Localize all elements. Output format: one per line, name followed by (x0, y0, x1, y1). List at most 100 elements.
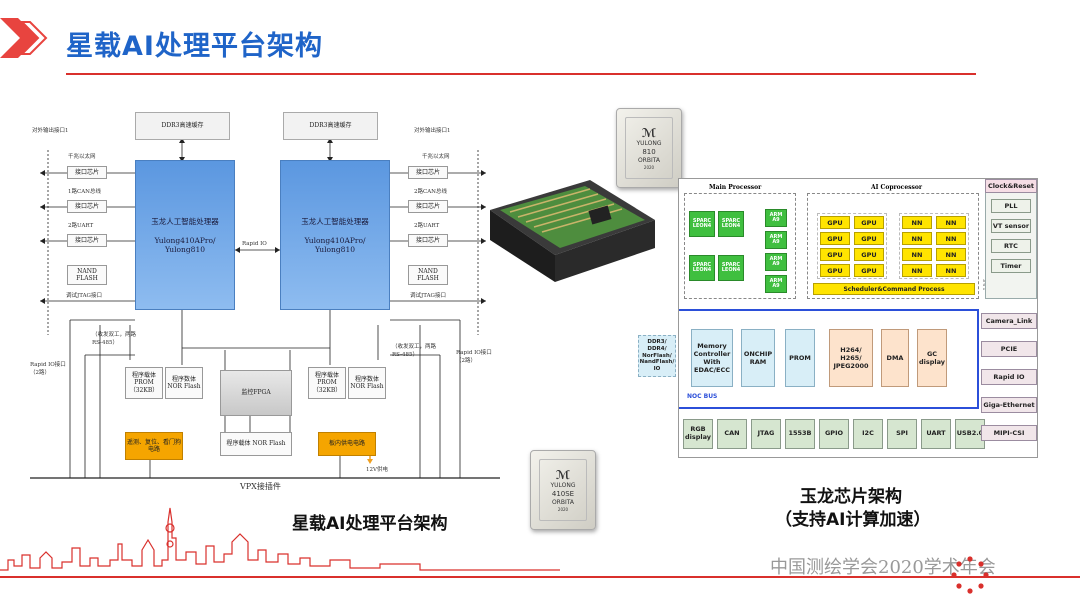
chip-810-model: 810 (642, 147, 656, 156)
ai-coprocessor-group (807, 193, 979, 299)
io-camera-link: Camera_Link (981, 313, 1037, 329)
board-photo-icon (490, 180, 655, 282)
processor-left-line1: 玉龙人工智能处理器 (151, 216, 219, 226)
main-processor-group (684, 193, 796, 299)
gpu-0: GPU (820, 216, 850, 229)
power-box: 板内供电电路 (318, 432, 376, 456)
codec-block: H264/ H265/ JPEG2000 (829, 329, 873, 387)
sparc-0: SPARC LEON4 (689, 211, 715, 237)
footer-line (0, 576, 1080, 578)
left-io-1-chip: 接口芯片 (67, 200, 107, 213)
clock-timer: Timer (991, 259, 1031, 273)
nand-right: NAND FLASH (408, 265, 448, 285)
nn-5: NN (936, 248, 966, 261)
nn-0: NN (902, 216, 932, 229)
nor-right: 程序数体 NOR Flash (348, 367, 386, 399)
left-io-1-label: 1路CAN总线 (68, 189, 101, 195)
memory-ext: DDR3/ DDR4/ NorFlash/ NandFlash/ IO (638, 335, 676, 377)
nn-7: NN (936, 264, 966, 277)
io-gpio: GPIO (819, 419, 849, 449)
right-io-1-chip: 接口芯片 (408, 200, 448, 213)
nand-left: NAND FLASH (67, 265, 107, 285)
vpx-connector: VPX接插件 (240, 482, 281, 491)
gpu-6: GPU (820, 264, 850, 277)
left-caption: 星载AI处理平台架构 (292, 514, 448, 534)
dual-left: （收发双工，两路RS-485） (92, 332, 137, 346)
rapid-io-label: Rapid IO (242, 241, 267, 247)
chip-810-photo: ℳ YULONG 810 ORBITA 2020 (616, 108, 682, 188)
processor-right-line1: 玉龙人工智能处理器 (301, 216, 369, 226)
nn-4: NN (902, 248, 932, 261)
gpu-1: GPU (854, 216, 884, 229)
clock-vt-sensor: VT sensor (991, 219, 1031, 233)
processor-left-line3: Yulong810 (165, 244, 205, 254)
ddr-right: DDR3高速缓存 (283, 112, 378, 140)
right-io-0-label: 千兆以太网 (422, 154, 450, 160)
debug-if-left: 调试JTAG接口 (66, 293, 102, 299)
title-underline (66, 73, 976, 75)
right-io-0-chip: 接口芯片 (408, 166, 448, 179)
ext-if-left: 对外输出接口1 (32, 128, 69, 134)
chip-logo-icon: ℳ (641, 126, 657, 141)
io-uart: UART (921, 419, 951, 449)
memory-controller: Memory Controller With EDAC/ECC (691, 329, 733, 387)
chip-410se-line: ORBITA (551, 498, 575, 506)
nn-3: NN (936, 232, 966, 245)
conference-logo-icon (951, 556, 989, 594)
processor-right-line2: Yulong410APro/ (304, 235, 366, 245)
power-in: 12V供电 (366, 467, 388, 473)
chip-810-brand: YULONG (636, 140, 662, 148)
bus-top (679, 309, 979, 311)
io-i2c: I2C (853, 419, 883, 449)
processor-left: 玉龙人工智能处理器 Yulong410APro/ Yulong810 (135, 160, 235, 310)
io-rgb-display: RGB display (683, 419, 713, 449)
io-giga-ethernet: Giga-Ethernet (981, 397, 1037, 413)
ext-if-right: 对外输出接口1 (414, 128, 451, 134)
nn-group (899, 213, 969, 279)
chip-410se-brand: YULONG (550, 482, 576, 490)
gpu-3: GPU (854, 232, 884, 245)
fpga-box: 监控FPGA (220, 370, 292, 416)
nor-bottom: 程序载体 NOR Flash (220, 432, 292, 456)
left-diagram: DDR3高速缓存 DDR3高速缓存 对外输出接口1 对外输出接口1 玉龙人工智能… (30, 110, 500, 491)
right-io-1-label: 2路CAN总线 (414, 189, 447, 195)
monitor-box: 遥测、复位、看门狗电路 (125, 432, 183, 460)
skyline-icon (0, 507, 560, 571)
gpu-7: GPU (854, 264, 884, 277)
main-processor-label: Main Processor (709, 184, 762, 191)
prom-right: 程序载体 PROM （32KB） (308, 367, 346, 399)
bus-bottom (679, 407, 979, 409)
bus-right (977, 309, 979, 409)
chip-410se-photo: ℳ YULONG 410SE ORBITA 2020 (530, 450, 596, 530)
io-spi: SPI (887, 419, 917, 449)
left-io-2-label: 2路UART (68, 223, 94, 229)
gc-display-block: GC display (917, 329, 947, 387)
arm-3: ARM A9 (765, 275, 787, 293)
page-title: 星载AI处理平台架构 (66, 31, 323, 62)
io-mipi-csi: MIPI-CSI (981, 425, 1037, 441)
left-io-2-chip: 接口芯片 (67, 234, 107, 247)
right-caption-2: （支持AI计算加速） (775, 510, 931, 530)
processor-left-line2: Yulong410APro/ (154, 235, 216, 245)
sparc-2: SPARC LEON4 (689, 255, 715, 281)
chip-810-line: ORBITA (637, 156, 661, 164)
rapid-right: Rapid IO接口（2路） (456, 350, 492, 364)
gpu-group (817, 213, 887, 279)
io-pcie: PCIE (981, 341, 1037, 357)
gpu-4: GPU (820, 248, 850, 261)
io-jtag: JTAG (751, 419, 781, 449)
gpu-5: GPU (854, 248, 884, 261)
noc-bus-label: NOC BUS (687, 393, 718, 400)
sparc-1: SPARC LEON4 (718, 211, 744, 237)
io-can: CAN (717, 419, 747, 449)
chip-410se-year: 2020 (557, 506, 569, 512)
chip-810-year: 2020 (643, 164, 655, 170)
nn-1: NN (936, 216, 966, 229)
chip-logo-icon: ℳ (555, 468, 571, 483)
chip-410se-model: 410SE (551, 489, 575, 498)
header-chevron-icon (0, 18, 48, 58)
onchip-ram: ONCHIP RAM (741, 329, 775, 387)
sparc-3: SPARC LEON4 (718, 255, 744, 281)
ddr-left: DDR3高速缓存 (135, 112, 230, 140)
io-rapid-io: Rapid IO (981, 369, 1037, 385)
